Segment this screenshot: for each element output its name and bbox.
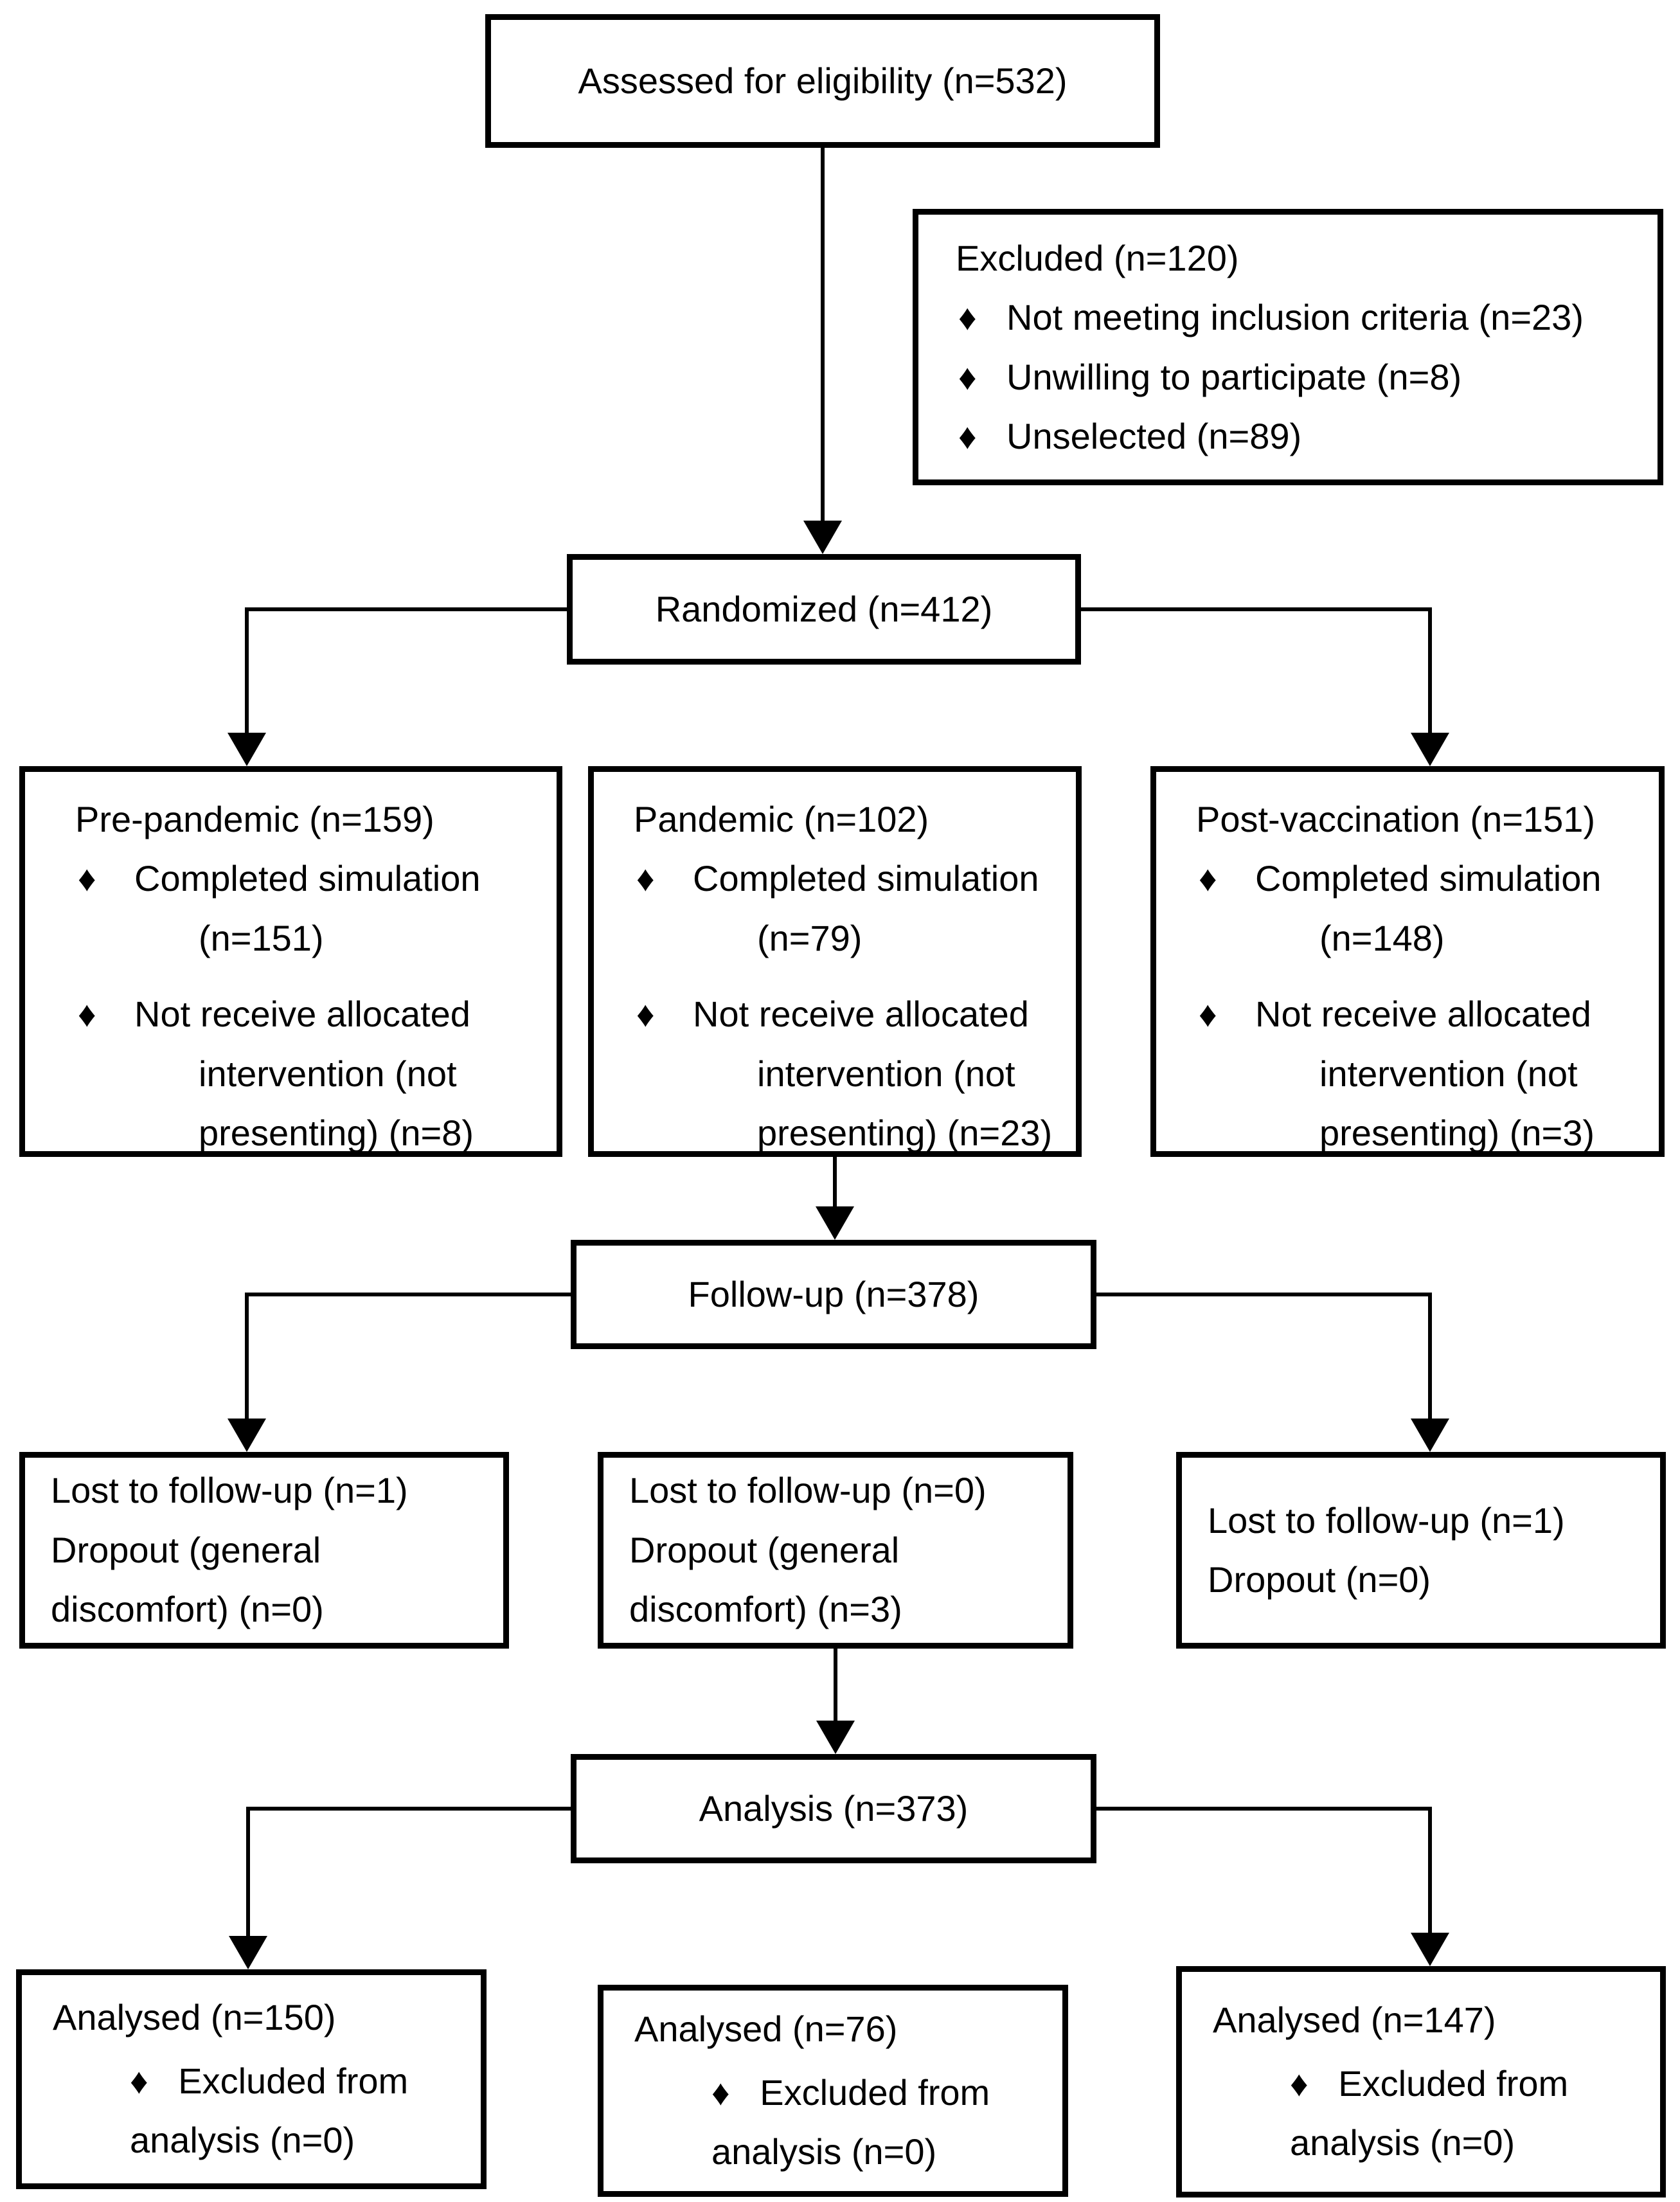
box-lost-post-vaccination: Lost to follow-up (n=1) Dropout (n=0) [1176,1452,1666,1649]
box-arm-pre-pandemic: Pre-pandemic (n=159) ♦ Completed simulat… [19,766,562,1157]
analysed-item-text: Excluded from analysis (n=0) [1290,2063,1569,2163]
diamond-bullet-icon: ♦ [78,994,96,1035]
box-arm-pandemic: Pandemic (n=102) ♦ Completed simulation … [588,766,1082,1157]
analysis-label: Analysis (n=373) [699,1787,969,1829]
arm-item: ♦ Not receive allocated intervention (no… [1196,985,1652,1163]
connector-randomized-left-down [245,607,249,733]
connector-analysis-right-down [1428,1807,1432,1933]
box-analysed-pre-pandemic: Analysed (n=150) ♦ Excluded from analysi… [16,1969,487,2189]
connector-analysis-left-down [246,1807,250,1936]
diamond-bullet-icon: ♦ [1199,994,1217,1035]
arrowhead-into-lost-post-vaccination [1411,1419,1449,1452]
followup-label: Follow-up (n=378) [688,1273,979,1314]
connector-followup-left [247,1293,571,1296]
connector-lost-to-analysis [834,1649,837,1721]
diamond-bullet-icon: ♦ [958,416,977,457]
box-assessed: Assessed for eligibility (n=532) [485,14,1160,148]
arm-title: Pandemic (n=102) [634,799,929,839]
arrowhead-into-analysed-post-vaccination [1411,1933,1449,1966]
connector-followup-left-down [245,1293,249,1419]
arm-item: ♦ Not receive allocated intervention (no… [75,985,537,1163]
lost-text: Lost to follow-up (n=0) Dropout (general… [629,1470,987,1630]
excluded-item: ♦ Unselected (n=89) [956,407,1645,466]
arm-item-text: Not receive allocated intervention (not … [1255,994,1595,1153]
arm-item-text: Completed simulation (n=148) [1255,858,1602,958]
arrowhead-into-analysis [816,1721,855,1754]
excluded-item-text: Unwilling to participate (n=8) [1006,356,1462,397]
analysed-title: Analysed (n=147) [1213,2000,1496,2041]
arrowhead-into-post-vaccination [1411,733,1449,766]
arm-title: Pre-pandemic (n=159) [75,799,434,839]
analysed-title: Analysed (n=150) [53,1997,336,2038]
box-followup: Follow-up (n=378) [571,1240,1096,1349]
randomized-label: Randomized (n=412) [655,588,993,629]
excluded-title: Excluded (n=120) [956,238,1239,278]
arrowhead-into-analysed-pre-pandemic [229,1936,267,1969]
box-randomized: Randomized (n=412) [567,554,1081,665]
diamond-bullet-icon: ♦ [958,356,977,397]
connector-randomized-right-down [1428,607,1432,733]
diamond-bullet-icon: ♦ [636,994,655,1035]
arm-item: ♦ Completed simulation (n=151) [75,849,537,968]
box-arm-post-vaccination: Post-vaccination (n=151) ♦ Completed sim… [1150,766,1665,1157]
connector-assessed-to-randomized [821,148,825,522]
arrowhead-into-lost-pre-pandemic [228,1419,266,1452]
box-lost-pandemic: Lost to follow-up (n=0) Dropout (general… [598,1452,1073,1649]
lost-text: Lost to follow-up (n=1) Dropout (n=0) [1208,1499,1565,1600]
diamond-bullet-icon: ♦ [711,2072,730,2113]
arm-item: ♦ Not receive allocated intervention (no… [634,985,1069,1163]
connector-randomized-right [1081,607,1430,611]
arrowhead-into-randomized [803,521,842,554]
excluded-item: ♦ Unwilling to participate (n=8) [956,348,1645,407]
excluded-item-text: Not meeting inclusion criteria (n=23) [1006,297,1584,338]
analysed-item: ♦ Excluded from analysis (n=0) [130,2052,472,2171]
analysed-item: ♦ Excluded from analysis (n=0) [1290,2054,1651,2173]
diamond-bullet-icon: ♦ [1199,858,1217,899]
box-analysis: Analysis (n=373) [571,1754,1096,1863]
box-lost-pre-pandemic: Lost to follow-up (n=1) Dropout (general… [19,1452,509,1649]
lost-text: Lost to follow-up (n=1) Dropout (general… [51,1470,408,1630]
connector-followup-right-down [1428,1293,1432,1419]
connector-analysis-left [248,1807,571,1811]
analysed-item-text: Excluded from analysis (n=0) [711,2072,990,2172]
box-analysed-post-vaccination: Analysed (n=147) ♦ Excluded from analysi… [1176,1966,1666,2198]
arm-item-text: Completed simulation (n=79) [693,858,1039,958]
connector-followup-right [1096,1293,1430,1296]
arrowhead-into-pre-pandemic [228,733,266,766]
diamond-bullet-icon: ♦ [78,858,96,899]
assessed-label: Assessed for eligibility (n=532) [578,60,1068,101]
arm-item: ♦ Completed simulation (n=79) [634,849,1069,968]
arm-item-text: Not receive allocated intervention (not … [134,994,474,1153]
diamond-bullet-icon: ♦ [958,297,977,338]
connector-randomized-left [247,607,567,611]
arm-item: ♦ Completed simulation (n=148) [1196,849,1652,968]
excluded-item-text: Unselected (n=89) [1006,416,1302,457]
arrowhead-into-followup [816,1206,854,1240]
connector-pandemic-to-followup [833,1157,837,1206]
box-excluded: Excluded (n=120) ♦ Not meeting inclusion… [913,209,1663,485]
diamond-bullet-icon: ♦ [1290,2063,1309,2104]
analysed-item: ♦ Excluded from analysis (n=0) [711,2063,1053,2182]
connector-analysis-right [1096,1807,1430,1811]
arm-item-text: Not receive allocated intervention (not … [693,994,1053,1153]
analysed-item-text: Excluded from analysis (n=0) [130,2060,409,2161]
box-analysed-pandemic: Analysed (n=76) ♦ Excluded from analysis… [598,1985,1068,2197]
arm-item-text: Completed simulation (n=151) [134,858,481,958]
arm-title: Post-vaccination (n=151) [1196,799,1596,839]
diamond-bullet-icon: ♦ [636,858,655,899]
diamond-bullet-icon: ♦ [130,2060,148,2101]
excluded-item: ♦ Not meeting inclusion criteria (n=23) [956,288,1645,347]
analysed-title: Analysed (n=76) [634,2009,898,2050]
